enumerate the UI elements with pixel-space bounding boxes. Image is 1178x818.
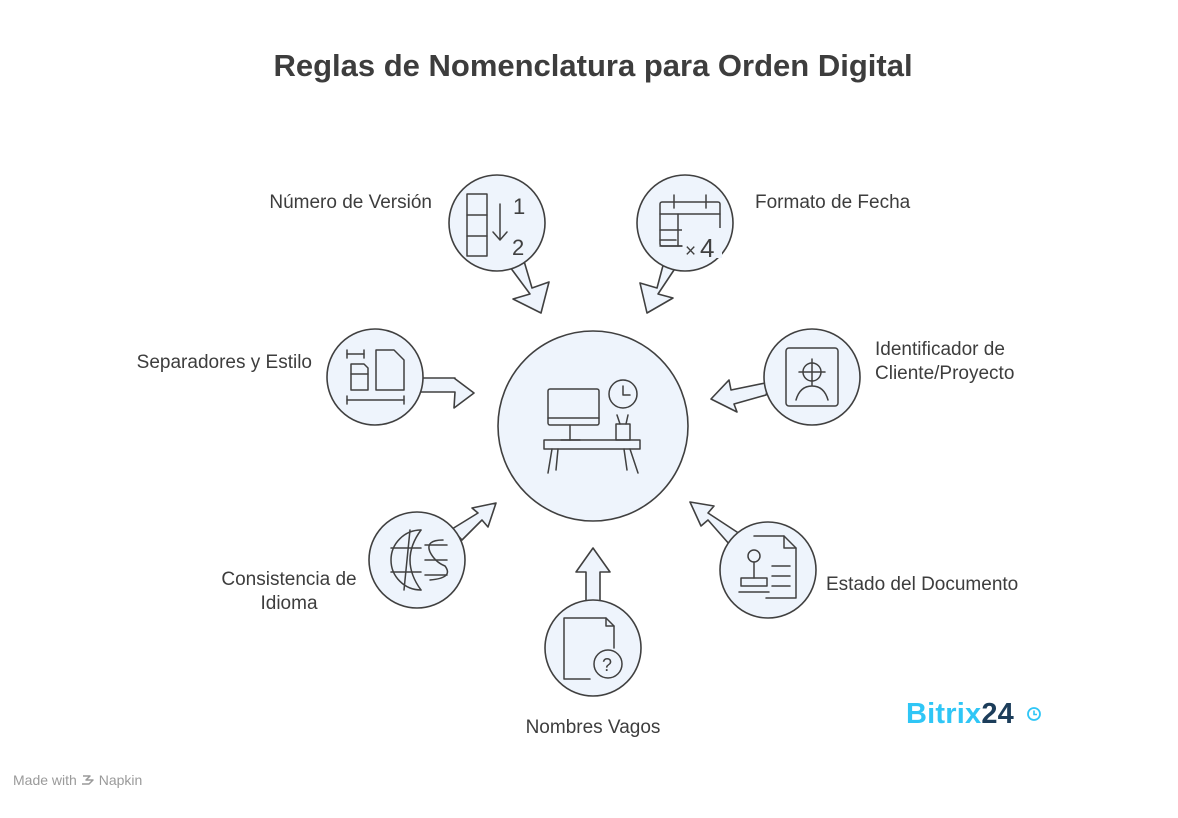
version-top-digit: 1 [513, 194, 525, 219]
bitrix24-logo: Bitrix24 [906, 698, 1041, 731]
label-document-status: Estado del Documento [826, 574, 1019, 595]
item-document-status [689, 501, 817, 619]
arrow-vague [575, 547, 611, 604]
label-language-line2: Idioma [260, 593, 318, 614]
version-number-icon: 1 2 [466, 193, 525, 260]
brand-number: 24 [981, 698, 1015, 730]
date-format-icon: × 4 [659, 194, 722, 263]
item-version-number [448, 174, 550, 314]
item-vague-names [544, 547, 642, 697]
vague-names-icon: ? [563, 617, 623, 680]
arrow-client [710, 379, 771, 413]
napkin-text: Napkin [98, 772, 143, 788]
document-status-icon [738, 535, 797, 599]
workspace-desk-icon [543, 379, 641, 474]
made-with-napkin: Made with Napkin [13, 772, 142, 788]
question-glyph: ? [602, 655, 612, 675]
label-separators-style: Separadores y Estilo [136, 352, 312, 373]
arrow-separators [417, 377, 475, 409]
item-language-consistency [368, 502, 497, 609]
separators-style-icon [346, 349, 405, 405]
label-client-id: Identificador de Cliente/Proyecto [875, 338, 1014, 386]
arrow-status [689, 501, 741, 546]
version-bottom-digit: 2 [512, 235, 524, 260]
item-separators-style [326, 328, 475, 426]
language-consistency-icon [390, 529, 449, 591]
date-four-glyph: 4 [700, 233, 714, 263]
center-circle [497, 330, 689, 522]
napkin-logo-icon [81, 775, 94, 785]
napkin-brand: Napkin [81, 772, 143, 788]
label-client-id-line1: Identificador de [875, 339, 1005, 360]
arrow-language [451, 502, 497, 541]
label-vague-names: Nombres Vagos [525, 717, 661, 738]
label-date-format: Formato de Fecha [755, 192, 911, 213]
label-language-line1: Consistencia de [221, 569, 357, 590]
client-id-icon [785, 347, 839, 407]
page-title: Reglas de Nomenclatura para Orden Digita… [273, 48, 913, 83]
label-client-id-line2: Cliente/Proyecto [875, 363, 1015, 384]
label-version-number: Número de Versión [269, 192, 432, 213]
arrow-version [509, 260, 550, 314]
date-times-glyph: × [685, 241, 696, 262]
made-with-text: Made with [13, 772, 77, 788]
label-language-consistency: Consistencia de Idioma [210, 568, 368, 616]
brand-clock-icon [1027, 707, 1041, 721]
brand-text: Bitrix [906, 698, 982, 730]
